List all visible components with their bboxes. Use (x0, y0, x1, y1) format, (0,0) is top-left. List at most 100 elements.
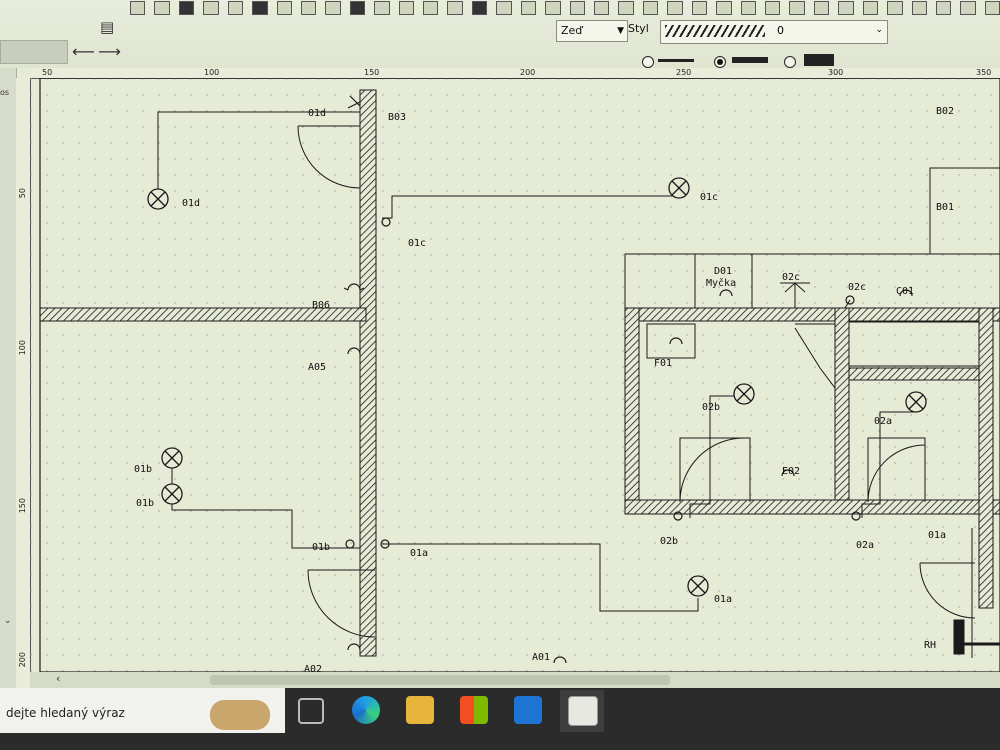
tool-icon[interactable] (911, 1, 927, 15)
tool-icon[interactable] (252, 1, 268, 15)
ruler-tick: 150 (18, 498, 27, 514)
wall-bath-divider (834, 307, 850, 501)
plan-label: 01b (312, 542, 330, 553)
file-explorer-icon[interactable] (406, 696, 434, 724)
tool-icon[interactable] (594, 1, 610, 15)
light-fixture-icon (905, 391, 927, 413)
tool-icon[interactable] (984, 1, 1000, 15)
tool-icon[interactable] (764, 1, 781, 15)
tool-icon[interactable] (300, 1, 317, 15)
plan-label: A05 (308, 362, 326, 373)
scrollbar-thumb[interactable] (210, 675, 670, 685)
tool-icon[interactable] (178, 1, 195, 15)
left-panel: os ⌄ (0, 68, 17, 688)
plan-label: 01a (410, 548, 428, 559)
tool-icon[interactable] (423, 1, 439, 15)
tool-icon[interactable] (887, 1, 903, 15)
tool-icon[interactable] (642, 1, 659, 15)
plan-label: 02c (782, 272, 800, 283)
tool-icon[interactable] (667, 1, 683, 15)
hatch-style-select[interactable]: 0 ⌄ (660, 20, 888, 44)
tool-icon[interactable] (349, 1, 366, 15)
tool-icon[interactable] (447, 1, 463, 15)
chevron-left-icon[interactable]: ‹ (56, 672, 61, 685)
line-option-radio-1[interactable] (642, 56, 654, 68)
ruler-tick: 150 (364, 68, 380, 77)
search-highlight-image (210, 700, 270, 730)
ruler-tick: 350 (976, 68, 992, 77)
wall-main-vertical (359, 89, 377, 657)
hatch-value: 0 (777, 24, 784, 37)
plan-label: D01 (714, 266, 732, 277)
tool-icon[interactable] (960, 1, 976, 15)
wall-kitchen-top (624, 307, 1000, 322)
wall-right (978, 307, 994, 609)
navigation-field[interactable] (0, 40, 68, 64)
layers-icon[interactable]: ▤ (100, 18, 115, 36)
ruler-tick: 100 (18, 340, 27, 356)
plan-label: B01 (936, 202, 954, 213)
plan-label: 01b (134, 464, 152, 475)
plan-label: B06 (312, 300, 330, 311)
toolbar-icon-strip (130, 0, 1000, 16)
style-label: Styl (628, 22, 649, 35)
wall-type-value: Zeď (561, 24, 583, 37)
ruler-tick: 200 (18, 652, 27, 668)
line-option-radio-3[interactable] (784, 56, 796, 68)
tool-icon[interactable] (154, 1, 170, 15)
horizontal-scrollbar[interactable]: ‹ (30, 672, 1000, 688)
taskbar-search[interactable]: dejte hledaný výraz (0, 688, 285, 733)
tool-icon[interactable] (862, 1, 879, 15)
edge-browser-icon[interactable] (352, 696, 380, 724)
plan-label: A01 (532, 652, 550, 663)
task-view-icon[interactable] (298, 698, 324, 724)
tool-icon[interactable] (740, 1, 756, 15)
tool-icon[interactable] (203, 1, 219, 15)
tool-icon[interactable] (227, 1, 244, 15)
tool-icon[interactable] (374, 1, 390, 15)
tool-icon[interactable] (618, 1, 634, 15)
mail-icon[interactable] (514, 696, 542, 724)
arrow-right-icon[interactable]: ⟶ (98, 42, 121, 61)
socket-icon (899, 289, 913, 297)
floor-plan[interactable]: 01d 01d B03 B02 01c 01c B01 B06 A05 D01 … (30, 78, 1000, 672)
socket-icon (719, 289, 733, 297)
plan-labels: 01d 01d B03 B02 01c 01c B01 B06 A05 D01 … (134, 106, 954, 672)
socket-icon (347, 347, 361, 355)
ruler-tick: 250 (676, 68, 692, 77)
tool-icon[interactable] (545, 1, 561, 15)
plan-label: C01 (896, 286, 914, 297)
tool-icon[interactable] (276, 1, 292, 15)
plan-label: 02c (848, 282, 866, 293)
taskbar: dejte hledaný výraz (0, 688, 1000, 750)
socket-icon (343, 283, 365, 291)
tool-icon[interactable] (789, 1, 805, 15)
line-style-thick-icon (804, 54, 834, 66)
socket-icon (669, 337, 683, 345)
tool-icon[interactable] (520, 1, 537, 15)
tool-icon[interactable] (838, 1, 854, 15)
arrow-left-icon[interactable]: ⟵ (72, 42, 95, 61)
tool-icon[interactable] (471, 1, 488, 15)
tool-icon[interactable] (496, 1, 512, 15)
tool-icon[interactable] (325, 1, 341, 15)
plan-label: 01a (928, 530, 946, 541)
tool-icon[interactable] (716, 1, 732, 15)
tool-icon[interactable] (691, 1, 708, 15)
plan-label: 02b (702, 402, 720, 413)
tool-icon[interactable] (398, 1, 415, 15)
store-icon[interactable] (460, 696, 488, 724)
drawing-canvas[interactable]: os ⌄ 50 100 150 200 250 300 350 50 100 1… (0, 68, 1000, 688)
tool-icon[interactable] (569, 1, 586, 15)
active-app-slot[interactable] (560, 690, 604, 732)
wall-type-select[interactable]: Zeď ▼ (556, 20, 628, 42)
plan-label: 02a (874, 416, 892, 427)
wall-kitchen-left (624, 307, 640, 515)
line-option-radio-2[interactable] (714, 56, 726, 68)
chevron-down-icon[interactable]: ⌄ (4, 616, 12, 626)
tool-icon[interactable] (935, 1, 952, 15)
cad-app-icon[interactable] (568, 696, 598, 726)
tool-icon[interactable] (130, 1, 146, 15)
wall-bath-top (848, 367, 980, 381)
tool-icon[interactable] (813, 1, 830, 15)
